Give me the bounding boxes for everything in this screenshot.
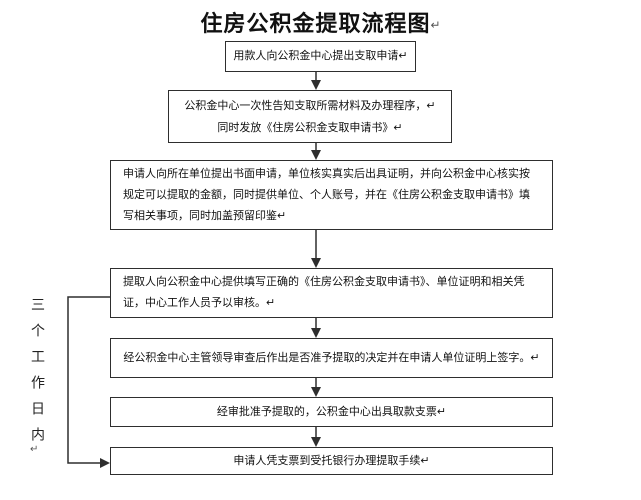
flow-step-6-text: 经审批准予提取的，公积金中心出具取款支票↵: [216, 405, 447, 418]
flow-step-5-text: 经公积金中心主管领导审查后作出是否准予提取的决定并在申请人单位证明上签字。↵: [123, 351, 540, 364]
bracket-three-working-days: [67, 296, 110, 468]
flow-step-3-text: 申请人向所在单位提出书面申请，单位核实真实后出具证明，并向公积金中心核实按规定可…: [123, 167, 530, 222]
flow-step-1-apply: 用款人向公积金中心提出支取申请↵: [225, 41, 416, 72]
flow-step-1-text: 用款人向公积金中心提出支取申请↵: [233, 50, 408, 62]
side-label-three-working-days: 三个工作日内: [30, 297, 46, 453]
flow-step-4-text: 提取人向公积金中心提供填写正确的《住房公积金支取申请书》、单位证明和相关凭证，中…: [123, 276, 525, 309]
flow-step-5-leader-review: 经公积金中心主管领导审查后作出是否准予提取的决定并在申请人单位证明上签字。↵: [110, 338, 553, 378]
flow-step-2-line1: 公积金中心一次性告知支取所需材料及办理程序，↵: [184, 99, 436, 112]
page-title: 住房公积金提取流程图↵: [0, 6, 641, 38]
flow-step-2-notify-materials: 公积金中心一次性告知支取所需材料及办理程序，↵ 同时发放《住房公积金支取申请书》…: [168, 90, 452, 143]
page-title-text: 住房公积金提取流程图: [200, 11, 431, 36]
return-mark: ↵: [430, 18, 441, 32]
flow-step-4-submit-documents: 提取人向公积金中心提供填写正确的《住房公积金支取申请书》、单位证明和相关凭证，中…: [110, 268, 553, 318]
flow-step-7-text: 申请人凭支票到受托银行办理提取手续↵: [233, 454, 430, 467]
flow-step-6-issue-cheque: 经审批准予提取的，公积金中心出具取款支票↵: [110, 397, 553, 427]
flow-step-2-line2: 同时发放《住房公积金支取申请书》↵: [217, 121, 403, 134]
flow-step-3-unit-application: 申请人向所在单位提出书面申请，单位核实真实后出具证明，并向公积金中心核实按规定可…: [110, 160, 553, 230]
side-label-return-mark: ↵: [30, 444, 39, 455]
flow-step-7-bank-withdrawal: 申请人凭支票到受托银行办理提取手续↵: [110, 447, 553, 475]
